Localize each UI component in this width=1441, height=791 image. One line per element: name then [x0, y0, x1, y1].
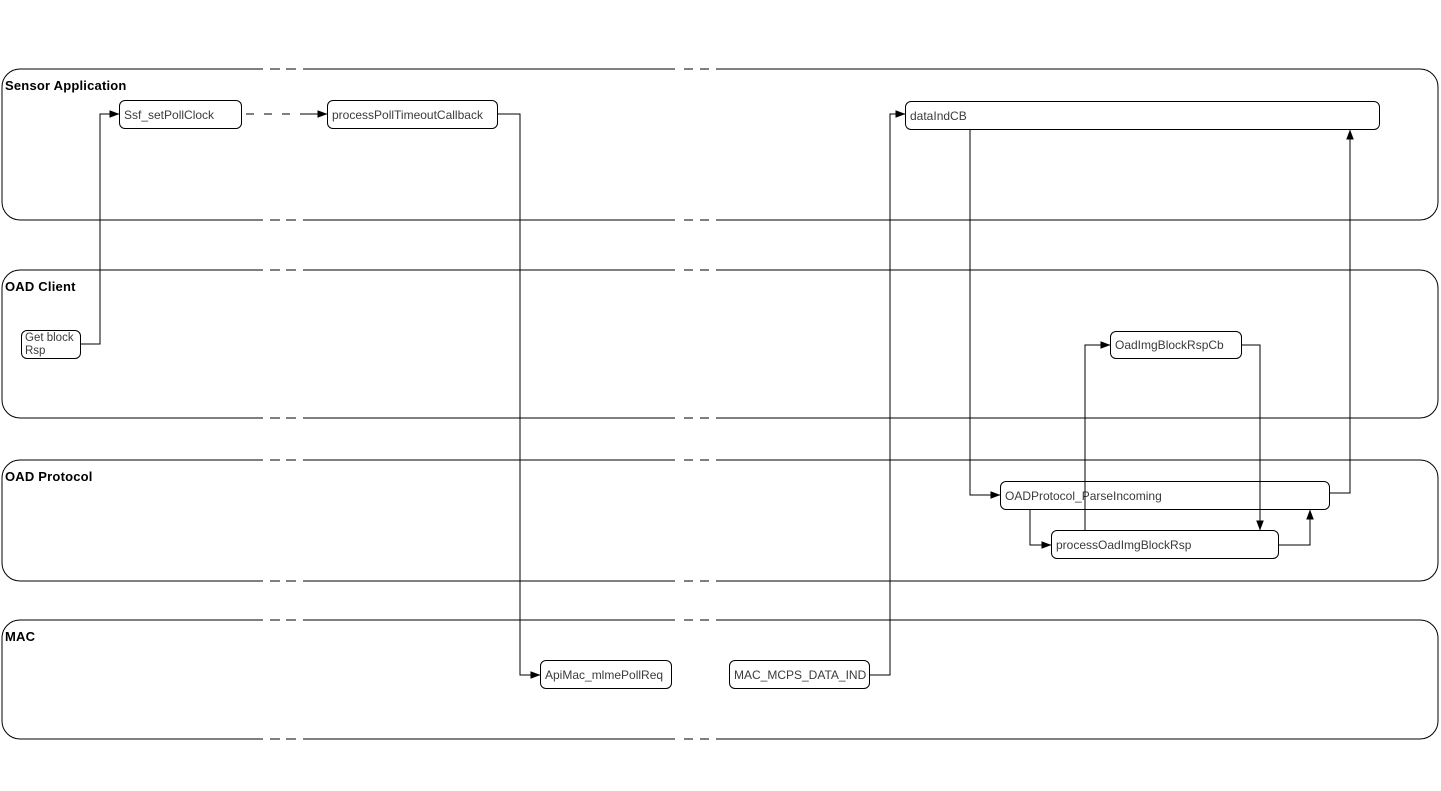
node-mac-mcps-data-ind: MAC_MCPS_DATA_IND: [729, 660, 870, 689]
edge-mac-mcps-data-ind-to-dataindcb: [870, 110, 906, 676]
lane-label-oad-protocol: OAD Protocol: [5, 469, 93, 484]
edge-oadprotocol-parseincoming-to-processoadimgblockrsp: [1029, 510, 1052, 549]
node-oadprotocol-parseincoming: OADProtocol_ParseIncoming: [1000, 481, 1330, 510]
node-dataindcb: dataIndCB: [905, 101, 1380, 130]
node-processpolltimeoutcallback: processPollTimeoutCallback: [327, 100, 498, 129]
node-apimac-mlmepollreq: ApiMac_mlmePollReq: [540, 660, 672, 689]
lane-label-oad-client: OAD Client: [5, 279, 76, 294]
lane-sensor-application-outline: [1, 68, 1439, 221]
node-get-block-rsp: Get block Rsp: [21, 330, 81, 359]
edge-get-block-rsp-to-ssf-setpollclock: [81, 110, 120, 345]
node-processoadimgblockrsp: processOadImgBlockRsp: [1051, 530, 1279, 559]
lane-label-mac: MAC: [5, 629, 36, 644]
edge-processpolltimeoutcallback-to-apimac-mlmepollreq: [498, 113, 541, 679]
lane-mac-outline: [1, 619, 1439, 740]
edge-dataindcb-to-oadprotocol-parseincoming: [969, 130, 1001, 499]
edge-oadprotocol-parseincoming-to-dataindcb-return: [1330, 129, 1354, 494]
node-ssf-setpollclock: Ssf_setPollClock: [119, 100, 242, 129]
lane-label-sensor-application: Sensor Application: [5, 78, 127, 93]
node-oadimgblockrspcb: OadImgBlockRspCb: [1110, 331, 1242, 359]
lane-oad-protocol-outline: [1, 459, 1439, 582]
edge-processoadimgblockrsp-to-oadprotocol-parseincoming-return: [1279, 509, 1314, 546]
